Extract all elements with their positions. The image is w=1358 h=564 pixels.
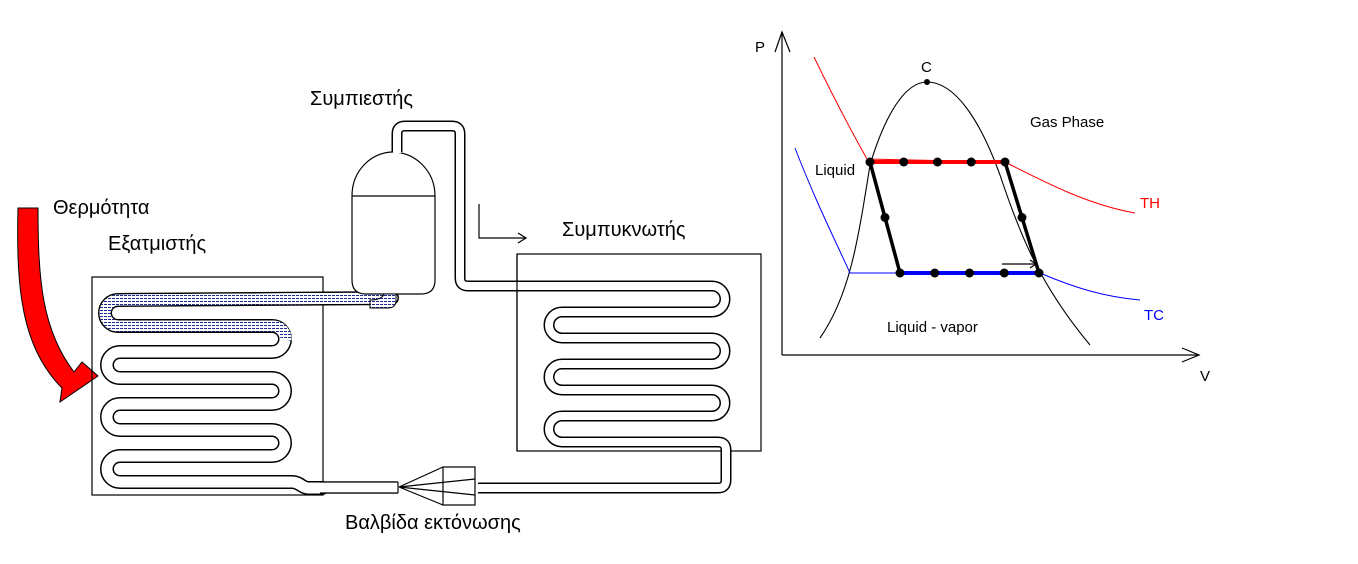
- x-axis-label: V: [1200, 368, 1210, 385]
- pv-axes: [774, 30, 1201, 363]
- direction-arrow-icon: [1002, 259, 1038, 269]
- expansion-valve-icon: [398, 466, 476, 506]
- compressor-body: [351, 151, 436, 309]
- right-leg-point: [1017, 213, 1027, 222]
- hot-line-point: [865, 157, 875, 167]
- hot-line-point: [933, 157, 942, 167]
- cold-line-point: [895, 268, 905, 278]
- hot-line-point: [966, 157, 976, 167]
- expansion-valve-label: Βαλβίδα εκτόνωσης: [345, 512, 521, 534]
- cold-isotherm-label: TC: [1144, 307, 1164, 324]
- cold-line-point: [930, 268, 940, 278]
- heat-arrow-icon: [17, 207, 99, 404]
- evaporator-label: Εξατμιστής: [108, 233, 207, 255]
- cycle-points: [865, 157, 1044, 278]
- discharge-pipe: [391, 120, 520, 292]
- cold-line-point: [999, 268, 1009, 278]
- pv-diagram: P V C TH TC Gas Phase Liquid Liquid - va…: [755, 30, 1210, 385]
- hot-isotherm-label: TH: [1140, 195, 1160, 212]
- evaporator-box: [91, 276, 324, 496]
- liquid-label: Liquid: [815, 162, 855, 179]
- condenser-label: Συμπυκνωτής: [562, 219, 686, 241]
- hot-line-point: [1000, 157, 1010, 167]
- cold-line-point: [1034, 268, 1044, 278]
- left-leg-point: [880, 213, 890, 222]
- heat-label: Θερμότητα: [53, 197, 149, 219]
- liquid-vapor-label: Liquid - vapor: [887, 319, 978, 336]
- gas-phase-label: Gas Phase: [1030, 114, 1104, 131]
- condenser-coil: [476, 280, 732, 494]
- critical-point-label: C: [921, 59, 932, 76]
- flow-arrow-icon: [478, 204, 528, 244]
- evaporator-coil: [98, 291, 399, 495]
- hot-line-point: [899, 157, 909, 167]
- y-axis-label: P: [755, 39, 765, 56]
- compressor-label: Συμπιεστής: [310, 88, 413, 110]
- hot-isotherm: [813, 56, 1136, 214]
- cold-line-point: [965, 268, 974, 278]
- cold-isotherm: [794, 147, 1141, 301]
- critical-point: [924, 79, 930, 85]
